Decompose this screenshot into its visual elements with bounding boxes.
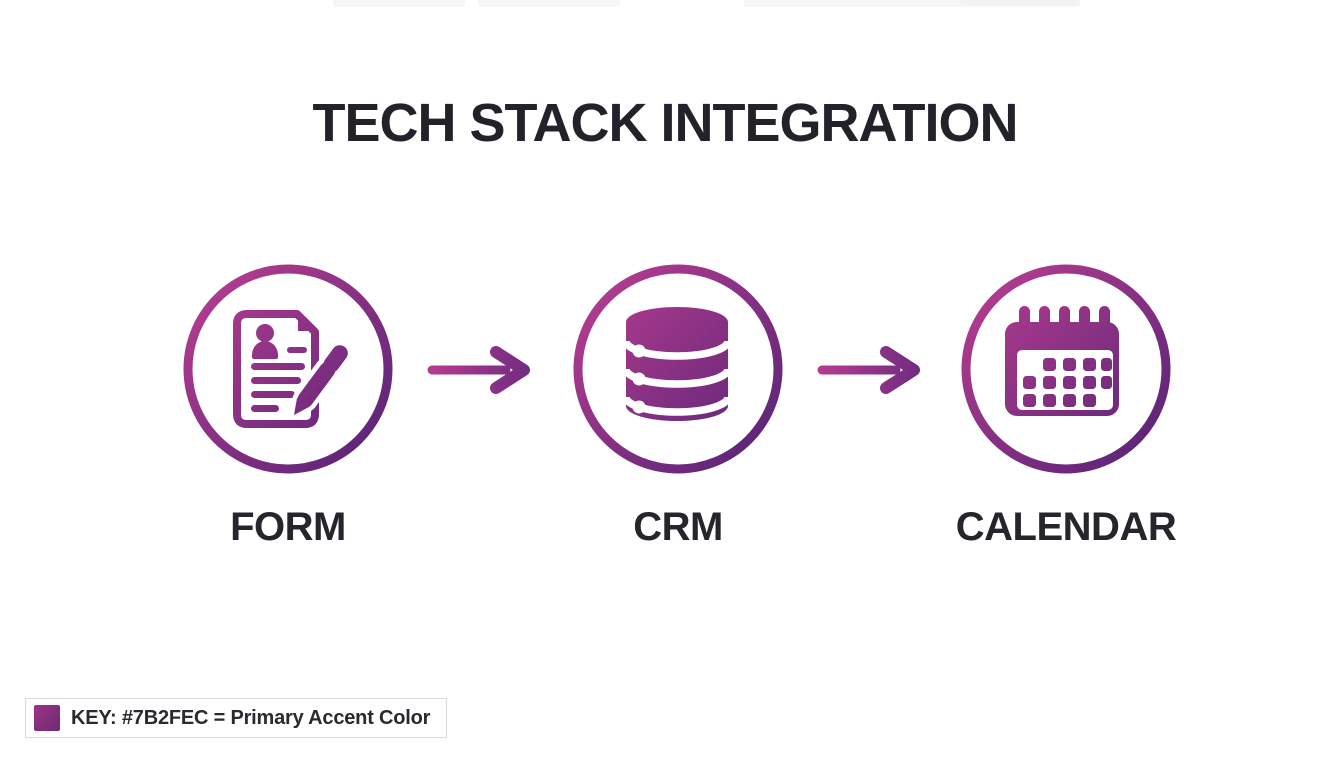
database-top xyxy=(626,307,728,337)
database-icon xyxy=(622,307,732,421)
calendar-day xyxy=(1023,394,1036,407)
arrow-right-icon xyxy=(817,346,920,394)
step-label-calendar: CALENDAR xyxy=(955,505,1177,549)
avatar-head xyxy=(256,324,274,342)
cropped-artifact xyxy=(333,0,465,7)
form-step-badge xyxy=(183,264,393,474)
calendar-day xyxy=(1063,394,1076,407)
database-led xyxy=(632,400,646,414)
calendar-day xyxy=(1063,376,1076,389)
page-title: TECH STACK INTEGRATION xyxy=(312,93,1019,153)
avatar-shoulders xyxy=(252,341,278,359)
calendar-day xyxy=(1023,376,1036,389)
database-gap xyxy=(622,396,732,416)
cropped-artifact xyxy=(960,0,1080,5)
cropped-artifact xyxy=(744,0,1080,7)
form-document-pencil-icon xyxy=(233,310,353,428)
step-label-form: FORM xyxy=(230,505,346,549)
text-line xyxy=(251,377,301,384)
calendar-step-badge xyxy=(961,264,1171,474)
color-swatch xyxy=(34,705,60,731)
text-line xyxy=(251,363,305,370)
text-line xyxy=(251,391,295,398)
database-led xyxy=(632,344,646,358)
step-label-crm: CRM xyxy=(633,505,723,549)
calendar-day xyxy=(1101,376,1112,389)
calendar-day xyxy=(1083,376,1096,389)
database-gap xyxy=(622,368,732,388)
calendar-icon xyxy=(1005,306,1119,416)
pencil-icon xyxy=(290,340,353,419)
color-key-legend: KEY: #7B2FEC = Primary Accent Color xyxy=(25,698,448,738)
arrow-right-icon xyxy=(427,346,530,394)
calendar-day xyxy=(1043,376,1056,389)
color-key-text: KEY: #7B2FEC = Primary Accent Color xyxy=(71,706,431,729)
calendar-day xyxy=(1043,394,1056,407)
calendar-day xyxy=(1083,358,1096,371)
database-body xyxy=(626,322,728,421)
database-led xyxy=(632,372,646,386)
document-fold-corner xyxy=(298,315,314,331)
database-gap xyxy=(622,340,732,360)
calendar-day xyxy=(1083,394,1096,407)
calendar-day xyxy=(1063,358,1076,371)
text-line xyxy=(287,347,307,353)
calendar-day xyxy=(1043,358,1056,371)
cropped-artifact xyxy=(478,0,620,7)
text-line xyxy=(251,405,279,412)
crm-step-badge xyxy=(573,264,783,474)
calendar-day xyxy=(1101,358,1112,371)
